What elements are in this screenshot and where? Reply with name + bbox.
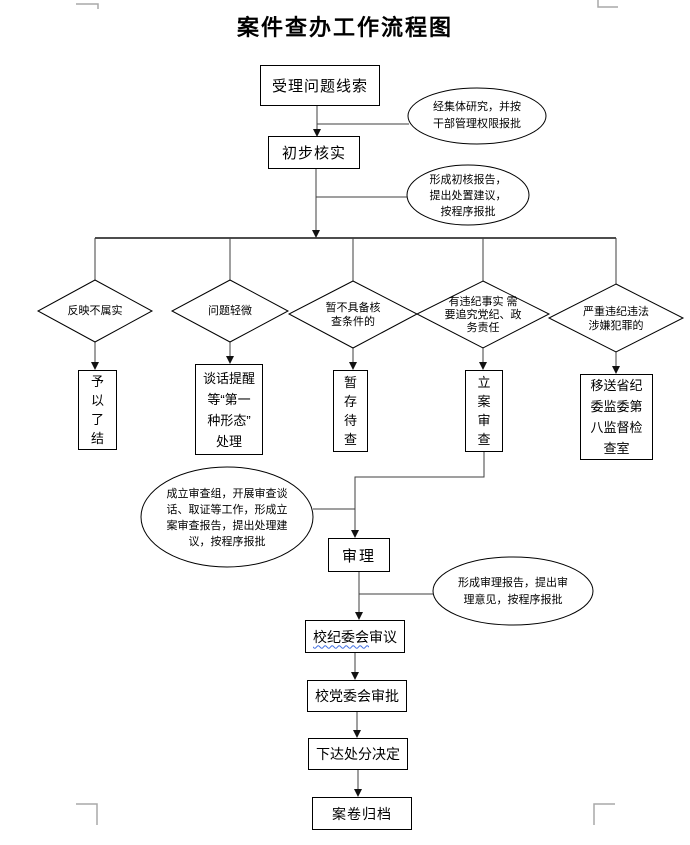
transfer-supervision-box: 移送省纪 委监委第 八监督检 查室 <box>580 374 653 460</box>
note-case-review: 成立审查组，开展审查谈 话、取证等工作，形成立 案审查报告，提出处理建 议，按程… <box>166 487 288 548</box>
diamond-minor-issue <box>170 279 290 343</box>
hold-pending-label: 暂 存 待 查 <box>343 375 357 447</box>
diamond-not-factual-label: 反映不属实 <box>67 305 123 317</box>
close-case-box: 予 以 了 结 <box>78 370 117 450</box>
first-form-handling-box: 谈话提醒 等“第一 种形态” 处理 <box>195 364 263 455</box>
file-case-review-label: 立 案 审 查 <box>477 375 491 447</box>
diamond-serious-violation <box>547 283 685 353</box>
trial-label: 审理 <box>341 547 376 565</box>
arrowhead <box>479 362 487 370</box>
arrowhead <box>351 530 359 538</box>
discipline-committee-review-box: 校纪委会审议 <box>305 620 405 653</box>
review-label-rest: 审议 <box>369 628 397 645</box>
accept-clue-label: 受理问题线索 <box>271 78 368 95</box>
diamond-not-factual <box>36 279 154 343</box>
arrowhead <box>312 230 320 238</box>
arrowheads <box>91 129 620 797</box>
annotation-ellipses <box>140 87 594 626</box>
crop-mark-bottom-left <box>76 803 98 825</box>
file-case-review-box: 立 案 审 查 <box>465 370 503 452</box>
issue-decision-box: 下达处分决定 <box>308 738 408 770</box>
accept-clue-box: 受理问题线索 <box>260 65 380 106</box>
arrowhead <box>355 612 363 620</box>
party-committee-approve-label: 校党委会审批 <box>315 688 399 704</box>
misspell-underline: 校纪委会 <box>313 628 369 645</box>
initial-verify-label: 初步核实 <box>281 145 346 162</box>
archive-label: 案卷归档 <box>332 805 392 822</box>
issue-decision-label: 下达处分决定 <box>316 746 400 762</box>
arrowhead <box>226 356 234 364</box>
note-trial-report: 形成审理报告，提出审 理意见，按程序报批 <box>458 576 568 606</box>
arrowhead <box>353 730 361 738</box>
hold-pending-box: 暂 存 待 查 <box>333 370 368 452</box>
ellipse-case-review <box>140 466 314 568</box>
diamond-not-verifiable-yet-label: 暂不具备核 查条件的 <box>325 302 381 328</box>
crop-mark-bottom-right <box>593 803 615 825</box>
note-collective-study: 经集体研究，并按 干部管理权限报批 <box>433 101 521 130</box>
arrowhead <box>612 366 620 374</box>
diamond-violation-confirmed <box>415 280 551 349</box>
close-case-label: 予 以 了 结 <box>90 374 104 446</box>
diamond-not-verifiable-yet <box>287 280 419 349</box>
party-committee-approve-box: 校党委会审批 <box>307 680 407 712</box>
initial-verify-box: 初步核实 <box>268 136 360 169</box>
note-initial-report: 形成初核报告， 提出处置建议， 按程序报批 <box>429 173 507 218</box>
crop-mark-top-right <box>597 0 618 8</box>
connector-case-to-trial <box>354 452 485 531</box>
ellipse-collective-study <box>407 87 547 145</box>
transfer-supervision-label: 移送省纪 委监委第 八监督检 查室 <box>590 378 643 456</box>
crop-mark-top-left <box>76 3 99 9</box>
ellipse-trial-report <box>432 556 594 626</box>
diamond-minor-issue-label: 问题轻微 <box>208 305 252 317</box>
arrowhead <box>313 129 321 137</box>
arrowhead <box>351 672 359 680</box>
crop-marks <box>76 0 618 825</box>
page-title: 案件查办工作流程图 <box>236 15 453 40</box>
trial-box: 审理 <box>328 538 390 572</box>
connector-lines <box>94 106 617 789</box>
diamond-serious-violation-label: 严重违纪违法 涉嫌犯罪的 <box>583 306 649 332</box>
arrowhead <box>91 362 99 370</box>
archive-box: 案卷归档 <box>312 797 412 830</box>
arrowhead <box>349 362 357 370</box>
diamond-violation-confirmed-label: 有违纪事实 需 要追究党纪、政 务责任 <box>444 295 522 334</box>
discipline-committee-review-label: 校纪委会审议 <box>313 627 397 647</box>
arrowhead <box>354 789 362 797</box>
ellipse-initial-report <box>406 164 530 226</box>
first-form-handling-label: 谈话提醒 等“第一 种形态” 处理 <box>202 370 255 449</box>
decision-diamonds <box>36 279 685 353</box>
